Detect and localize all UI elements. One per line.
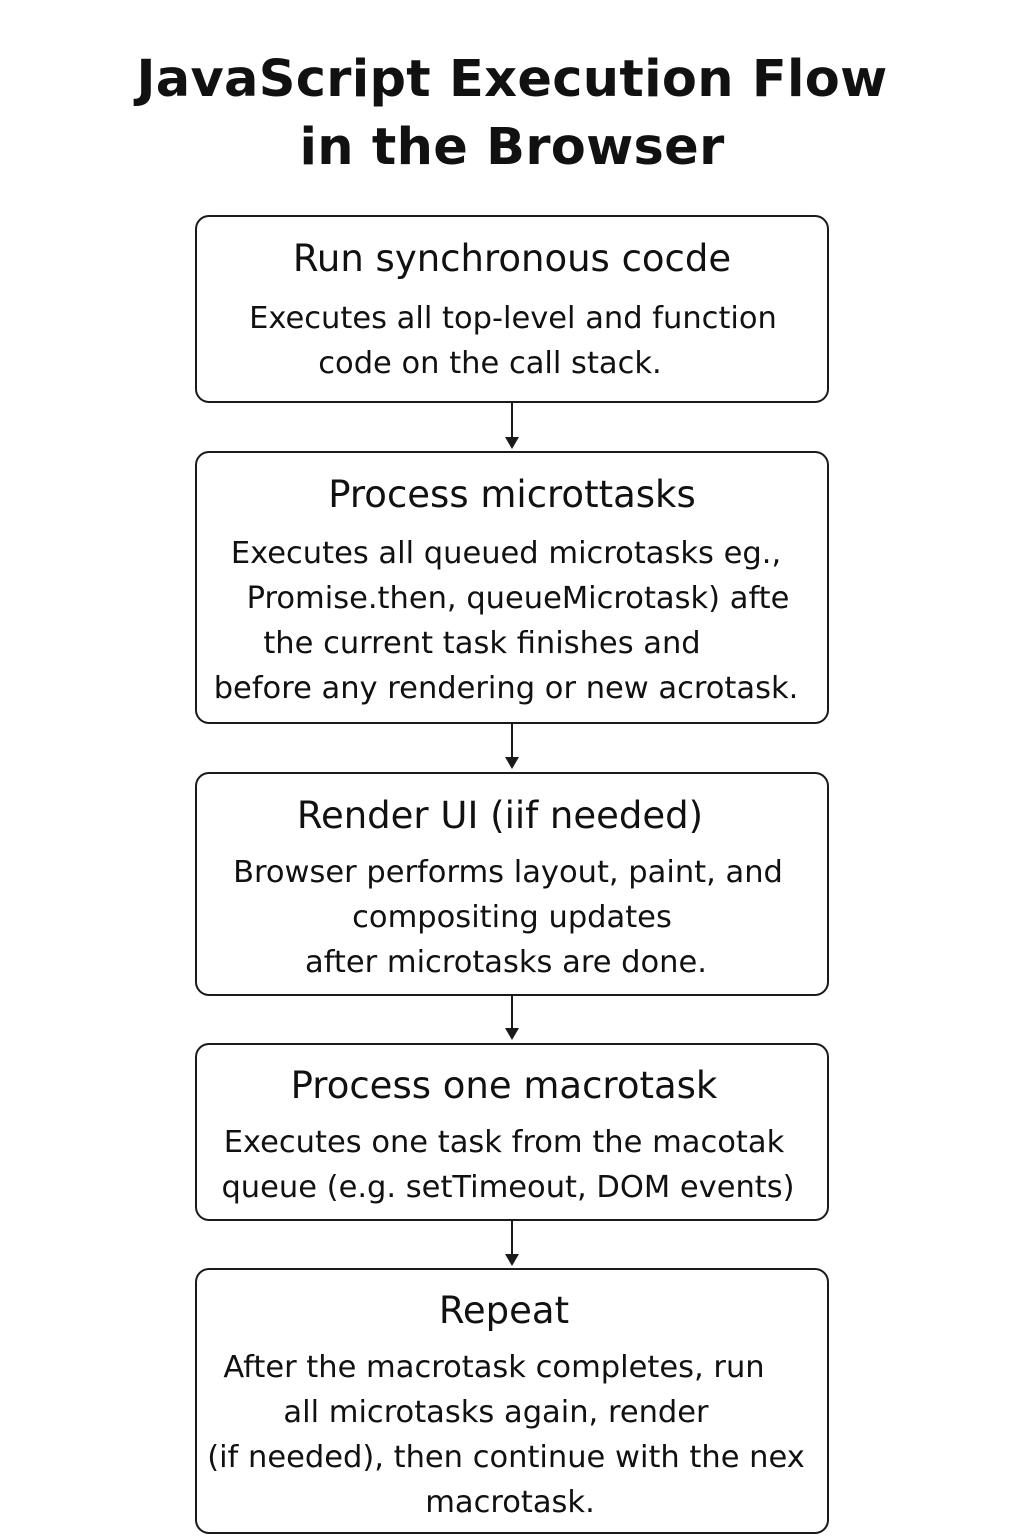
arrow-down-icon [505,437,519,449]
step-description: Executes one task from the macotak queue… [197,1120,827,1210]
step-heading: Run synchronous cocde [292,237,732,280]
step-description-line: Executes all queued microtasks eg., [230,536,782,571]
step-description-line: the current task finishes and [263,626,701,661]
step-description-line: After the macrotask completes, run [223,1350,765,1385]
step-description-line: after microtasks are done. [305,945,707,980]
step-heading: Process one macrotask [290,1064,718,1107]
step-description: Executes all top-level and function code… [197,296,827,386]
step-description-line: all microtasks again, render [283,1395,709,1430]
flow-connector-3 [511,996,513,1028]
step-description: After the macrotask completes, run all m… [197,1345,827,1525]
arrow-down-icon [505,757,519,769]
flow-connector-2 [511,724,513,757]
step-description-line: compositing updates [352,900,672,935]
step-description-line: code on the call stack. [318,346,662,381]
arrow-down-icon [505,1254,519,1266]
step-description-line: macrotask. [425,1485,595,1520]
step-description-line: Executes one task from the macotak [223,1125,785,1160]
step-heading: Repeat [438,1289,570,1332]
step-heading: Render UI (iif needed) [296,794,704,837]
step-description-line: Promise.then, queueMicrotask) afte [246,581,790,616]
step-description-line: (if needed), then continue with the nex [207,1440,805,1475]
step-description: Browser performs layout, paint, and comp… [197,850,827,985]
diagram-title: JavaScript Execution Flow in the Browser [0,46,1024,182]
flow-connector-1 [511,403,513,437]
step-box-render-ui: Render UI (iif needed) Browser performs … [195,772,829,996]
diagram-title-line-2: in the Browser [299,118,725,177]
arrow-down-icon [505,1028,519,1040]
step-description: Executes all queued microtasks eg., Prom… [197,531,827,711]
diagram-title-line-1: JavaScript Execution Flow [136,50,888,109]
step-box-process-one-macrotask: Process one macrotask Executes one task … [195,1043,829,1221]
step-box-repeat: Repeat After the macrotask completes, ru… [195,1268,829,1534]
step-description-line: Executes all top-level and function [249,301,777,336]
flow-connector-4 [511,1221,513,1254]
step-heading: Process microttasks [328,473,696,516]
step-description-line: before any rendering or new acrotask. [213,671,799,706]
step-description-line: queue (e.g. setTimeout, DOM events) [221,1170,795,1205]
step-box-process-microtasks: Process microttasks Executes all queued … [195,451,829,724]
step-box-run-synchronous-code: Run synchronous cocde Executes all top-l… [195,215,829,403]
step-description-line: Browser performs layout, paint, and [233,855,783,890]
